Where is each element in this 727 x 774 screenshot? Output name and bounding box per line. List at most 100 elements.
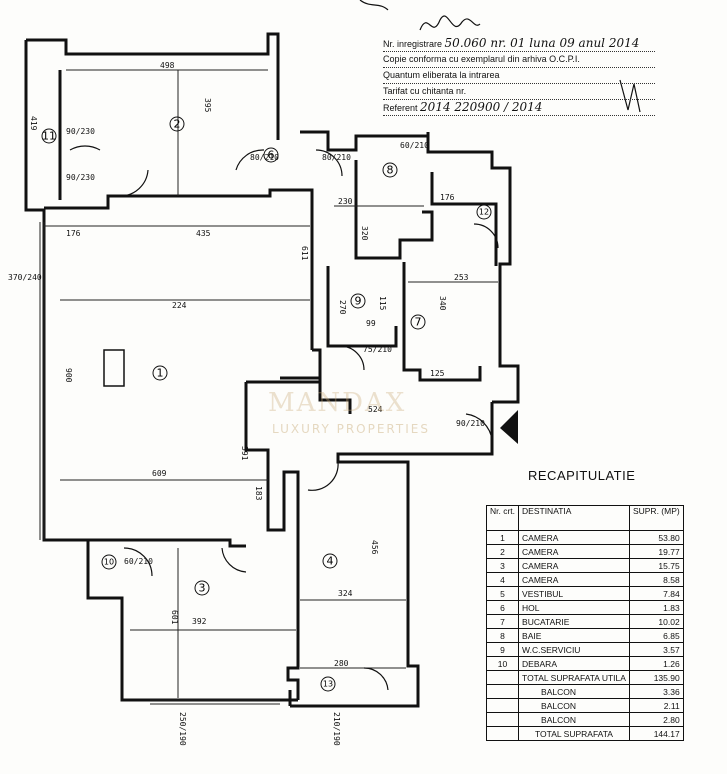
dim-label: 370/240 <box>8 273 42 282</box>
recap-nr: 6 <box>485 600 520 615</box>
dim-label: 900 <box>64 368 73 383</box>
dim-label: 601 <box>170 610 179 625</box>
wall-outer-top <box>26 32 280 140</box>
watermark-tagline: LUXURY PROPERTIES <box>272 422 430 436</box>
door-arc-6 <box>235 149 265 171</box>
wall-hall <box>280 376 352 414</box>
dim-label: 99 <box>366 319 376 328</box>
door-arc-13 <box>363 667 389 691</box>
recap-dest: CAMERA <box>518 572 630 587</box>
dim-label: 210/190 <box>332 712 341 746</box>
room-number-8: 8 <box>387 164 394 177</box>
recap-dest: W.C.SERVICIU <box>518 642 630 657</box>
recap-title: RECAPITULATIE <box>528 468 636 483</box>
watermark-brand: MANDAX <box>268 388 407 418</box>
stamp-label-registration: Nr. inregistrare <box>383 39 443 49</box>
dim-label: 230 <box>338 197 353 206</box>
door-arc-11 <box>69 145 101 151</box>
recap-balcon: BALCON <box>518 698 630 713</box>
recap-area: 15.75 <box>628 558 684 573</box>
dim-label: 176 <box>440 193 455 202</box>
stamp-registration-value: 50.060 nr. 01 luna 09 anul 2014 <box>444 36 640 50</box>
recap-balcon: BALCON <box>518 712 630 727</box>
dim-label: 90/230 <box>66 173 95 182</box>
recap-nr: 9 <box>485 642 520 657</box>
recap-area: 1.26 <box>628 656 684 671</box>
recap-balcon: BALCON <box>518 684 630 699</box>
recap-area: 1.83 <box>628 600 684 615</box>
door-arc-4 <box>307 461 339 491</box>
registration-stamp: Nr. inregistrare 50.060 nr. 01 luna 09 a… <box>383 36 655 128</box>
dim-label: 80/210 <box>250 153 279 162</box>
stamp-line-3: Quantum eliberata la intrarea <box>383 68 655 84</box>
dim-label: 391 <box>240 446 249 461</box>
dim-label: 340 <box>438 296 447 311</box>
stamp-tarifat-value: cu chitanta nr. <box>410 86 467 96</box>
recap-dest: CAMERA <box>518 544 630 559</box>
dim-label: 75/210 <box>363 345 392 354</box>
recap-total-util-value: 135.90 <box>628 670 684 685</box>
dim-label: 125 <box>430 369 445 378</box>
recap-dest: BUCATARIE <box>518 614 630 629</box>
dim-label: 320 <box>360 226 369 241</box>
entry-arrow-icon <box>500 410 518 444</box>
room-number-3: 3 <box>199 582 206 595</box>
room-number-6: 6 <box>268 149 275 162</box>
recap-area: 53.80 <box>628 530 684 545</box>
recap-dest: HOL <box>518 600 630 615</box>
dim-label: 609 <box>152 469 167 478</box>
room-number-12: 12 <box>479 208 489 217</box>
dim-label: 253 <box>454 273 469 282</box>
wall-top-middle <box>300 130 428 152</box>
recap-header-row: Nr. crt. DESTINATIA SUPR. (MP) <box>485 505 684 531</box>
dim-label: 250/190 <box>178 712 187 746</box>
recap-dest: CAMERA <box>518 530 630 545</box>
dim-label: 60/210 <box>124 557 153 566</box>
wall-room4-right <box>290 402 494 708</box>
recap-nr: 10 <box>485 656 520 671</box>
recap-nr: 7 <box>485 614 520 629</box>
room-number-9: 9 <box>355 295 362 308</box>
recap-dest: BAIE <box>518 628 630 643</box>
door-arc-2 <box>119 169 149 197</box>
door-arc-9 <box>339 345 365 371</box>
door-arc-3 <box>221 547 247 573</box>
recap-balcon-area: 2.11 <box>628 698 684 713</box>
room-number-11: 11 <box>42 130 56 143</box>
stamp-line-2: Copie conforma cu exemplarul din arhiva … <box>383 52 655 68</box>
stamp-line-1: Nr. inregistrare 50.060 nr. 01 luna 09 a… <box>383 36 655 52</box>
stamp-label-tarifat: Tarifat <box>383 86 408 96</box>
stamp-line-5: Referent 2014 220900 / 2014 <box>383 100 655 116</box>
dim-label: 90/210 <box>456 419 485 428</box>
recap-header-nr: Nr. crt. <box>485 505 520 531</box>
dim-label: 115 <box>378 296 387 311</box>
dim-label: 176 <box>66 229 81 238</box>
wall-room12 <box>430 172 498 266</box>
dim-label: 524 <box>368 405 383 414</box>
room-number-7: 7 <box>415 316 422 329</box>
recap-area: 6.85 <box>628 628 684 643</box>
recap-area: 10.02 <box>628 614 684 629</box>
stamp-referent-value: 2014 220900 / 2014 <box>420 100 543 114</box>
dim-label: 90/230 <box>66 127 95 136</box>
wall-room9 <box>326 266 398 348</box>
recap-balcon-area: 3.36 <box>628 684 684 699</box>
dim-label: 183 <box>254 486 263 501</box>
room-number-1: 1 <box>157 367 164 380</box>
dim-label: 324 <box>338 589 353 598</box>
recap-total-util-label: TOTAL SUPRAFATA UTILA <box>518 670 630 685</box>
dim-label: 435 <box>196 229 211 238</box>
dim-label: 392 <box>192 617 207 626</box>
wall-outer-left <box>24 40 60 542</box>
chimney-box <box>103 349 125 387</box>
room-number-10: 10 <box>104 558 114 567</box>
